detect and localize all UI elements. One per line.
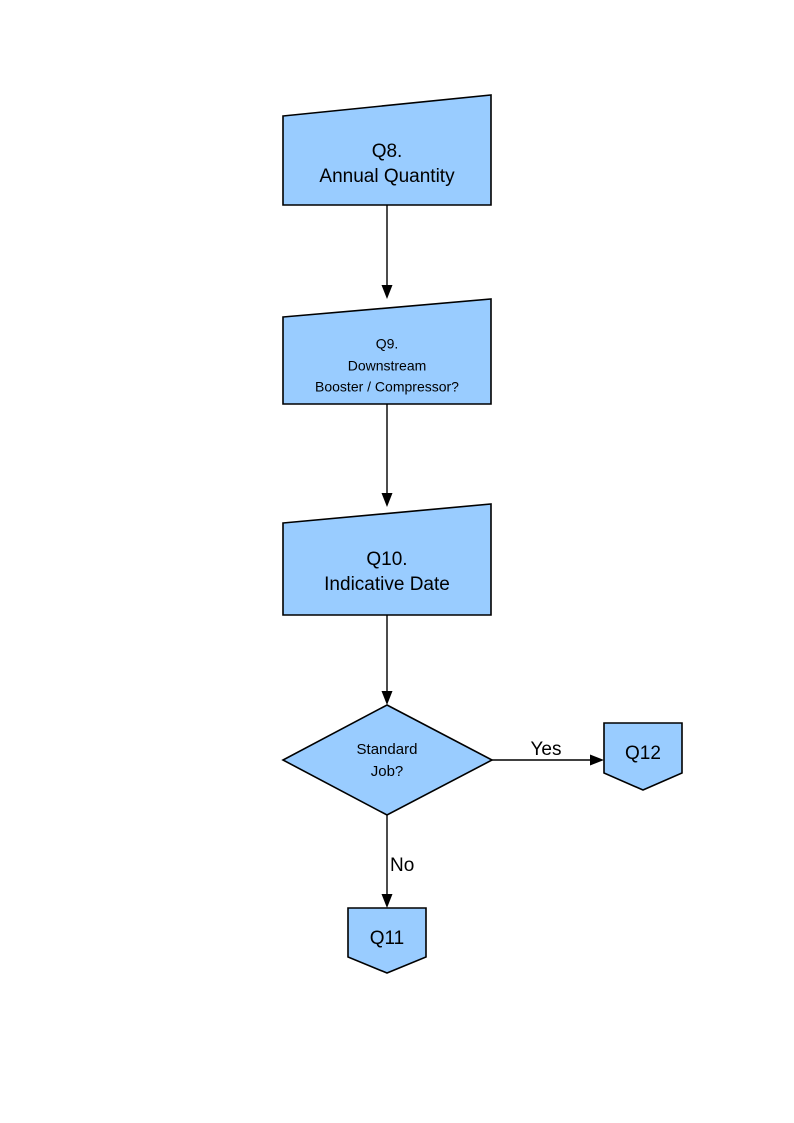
arrowhead-decision-q11: [381, 894, 393, 908]
node-q11-shape[interactable]: [347, 907, 427, 974]
node-q9[interactable]: Q9. Downstream Booster / Compressor?: [282, 298, 492, 405]
node-q12-shape[interactable]: [603, 722, 683, 791]
node-decision-line1: Standard: [357, 741, 418, 758]
node-q10-line1: Q10.: [366, 549, 407, 570]
node-q9-line1: Q9.: [376, 336, 399, 352]
node-q11-label: Q11: [370, 928, 405, 949]
node-q9-shape[interactable]: [282, 298, 492, 405]
edge-q10-to-decision: [381, 615, 393, 705]
edge-decision-to-q11: [381, 815, 393, 908]
node-q10-shape[interactable]: [282, 503, 492, 616]
edge-decision-to-q12: [492, 754, 604, 766]
node-q8-line1: Q8.: [372, 141, 403, 162]
node-q8-shape[interactable]: [282, 94, 492, 206]
arrowhead-decision-q12: [590, 754, 604, 766]
node-q10-line2: Indicative Date: [324, 574, 450, 595]
arrowhead-q8-q9: [381, 285, 393, 299]
node-decision-line2: Job?: [371, 763, 404, 780]
edge-q9-to-q10: [381, 404, 393, 507]
arrowhead-q9-q10: [381, 493, 393, 507]
edge-label-no: No: [390, 855, 414, 876]
node-decision-shape[interactable]: [281, 704, 494, 816]
edge-q8-to-q9: [381, 205, 393, 299]
node-q8[interactable]: Q8. Annual Quantity: [282, 94, 492, 206]
node-q8-line2: Annual Quantity: [319, 166, 455, 187]
node-q11[interactable]: Q11: [347, 907, 427, 974]
node-decision-standard-job[interactable]: Standard Job?: [281, 704, 494, 816]
node-q9-line2: Downstream: [348, 358, 427, 374]
node-q12[interactable]: Q12: [603, 722, 683, 791]
arrowhead-q10-decision: [381, 691, 393, 705]
node-q10[interactable]: Q10. Indicative Date: [282, 503, 492, 616]
node-q12-label: Q12: [625, 743, 661, 764]
edge-label-yes: Yes: [531, 739, 562, 760]
node-q9-line3: Booster / Compressor?: [315, 379, 459, 395]
